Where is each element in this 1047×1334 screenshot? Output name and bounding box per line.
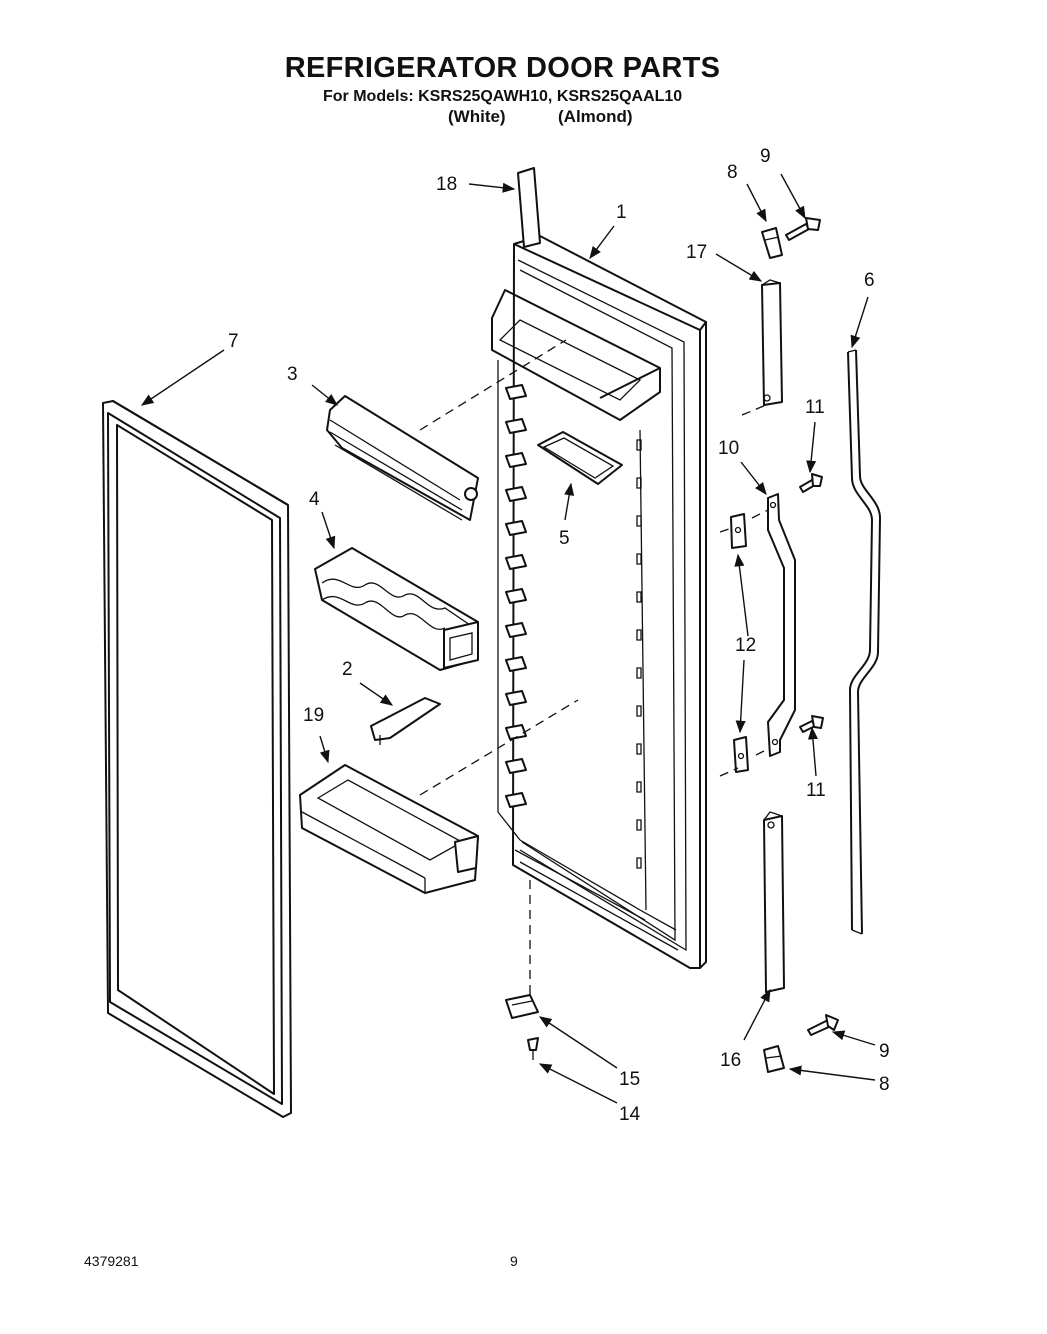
liner-slot [636,819,642,831]
shelf-clip [370,697,441,745]
liner-slot [636,743,642,755]
egg-bin [314,547,479,671]
liner-clip [505,656,527,672]
callout-8-top: 8 [727,162,738,183]
liner-clip [505,554,527,570]
door-bin [299,764,479,894]
liner-clip [505,452,527,468]
upper-handle-trim [761,279,783,406]
door-gasket [102,400,292,1118]
liner-clip [505,520,527,536]
liner-clip [505,486,527,502]
document-number: 4379281 [84,1253,139,1269]
dairy-door [326,395,479,521]
liner-slot [636,781,642,793]
liner-clip [505,384,527,400]
liner-clip [505,792,527,808]
liner-slot [636,439,642,451]
hinge-bracket [505,994,539,1019]
liner-slot [636,667,642,679]
callout-3: 3 [287,364,298,385]
page-title: REFRIGERATOR DOOR PARTS [284,52,721,84]
callout-8-bottom: 8 [879,1074,890,1095]
handle-screw-upper [799,473,823,493]
callout-15: 15 [619,1069,640,1090]
callout-19: 19 [303,705,324,726]
handle-spacer-upper [730,513,747,549]
door-trim-strip [517,167,541,248]
liner-slot [636,515,642,527]
assembly-lines [419,339,771,995]
liner-clip [505,622,527,638]
callout-9-bottom: 9 [879,1041,890,1062]
hinge-screw [527,1037,539,1060]
top-hinge-screw [785,217,821,241]
callout-leaders [140,173,876,1104]
callout-5: 5 [559,528,570,549]
callout-6: 6 [864,270,875,291]
callout-14: 14 [619,1104,641,1125]
callout-12: 12 [735,635,756,656]
liner-slot [636,477,642,489]
liner-clip [505,758,527,774]
callout-9-top: 9 [760,146,771,167]
bottom-hinge-cap [763,1045,785,1073]
liner-shelf-clips [505,384,642,869]
liner-clip [505,690,527,706]
liner-clip [505,724,527,740]
liner-clip [505,418,527,434]
utility-tray [537,431,623,485]
liner-slot [636,553,642,565]
callout-4: 4 [309,489,320,510]
finish-white-label: (White) [448,107,506,126]
door-liner [491,235,707,969]
callout-2: 2 [342,659,353,680]
door-handle [767,493,796,757]
liner-slot [636,705,642,717]
callout-16: 16 [720,1050,741,1071]
models-line: For Models: KSRS25QAWH10, KSRS25QAAL10 [323,88,683,105]
lower-handle-trim [763,811,785,993]
bottom-hinge-screw [807,1014,839,1036]
callout-1: 1 [616,202,627,223]
top-hinge-cap [761,227,783,259]
liner-slot [636,857,642,869]
page-number: 9 [510,1253,518,1269]
door-edge-trim [847,349,881,935]
callout-7: 7 [228,331,239,352]
liner-clip [505,588,527,604]
callout-11-lower: 11 [806,780,826,801]
liner-slot [636,591,642,603]
liner-slot [636,629,642,641]
callout-10: 10 [718,438,739,459]
callout-11-upper: 11 [805,397,825,418]
handle-spacer-lower [733,736,749,773]
finish-almond-label: (Almond) [558,107,633,126]
callout-18: 18 [436,174,457,195]
callout-17: 17 [686,242,707,263]
handle-screw-lower [799,715,824,733]
callout-numbers: 18 1 7 3 4 5 2 19 8 9 17 6 11 10 12 11 1… [228,146,890,1125]
